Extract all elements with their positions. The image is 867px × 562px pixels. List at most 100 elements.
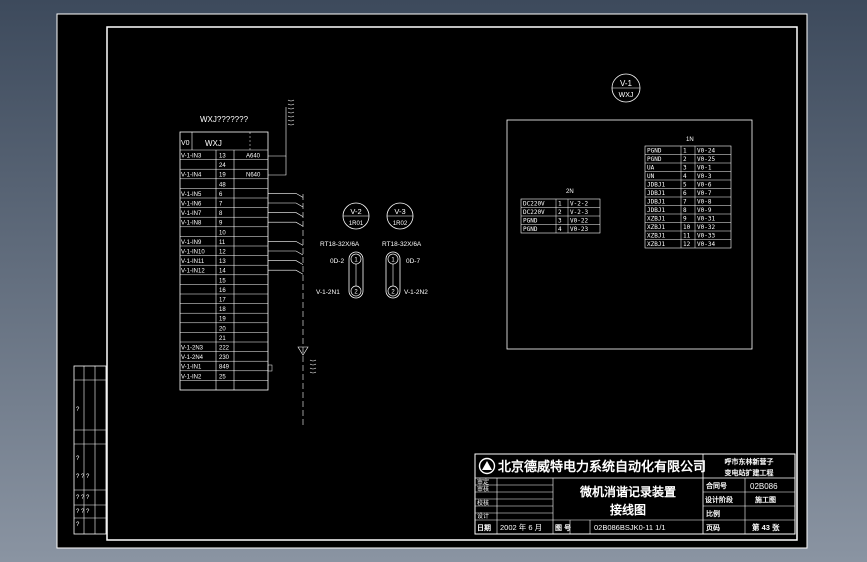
terminal-number: 25 <box>219 374 226 380</box>
fuse-left-id: 0D-2 <box>330 258 344 265</box>
terminal-number: 20 <box>219 326 226 332</box>
terminal-number: 16 <box>219 288 226 294</box>
date-value: 2002 年 6 月 <box>500 522 542 532</box>
contract-label: 合同号 <box>705 481 727 490</box>
scale-label: 比例 <box>706 509 720 518</box>
fuse-left-terminal: V-1-2N1 <box>316 289 340 296</box>
table-cell: DC220V <box>523 201 545 208</box>
bus-arrow <box>297 346 309 356</box>
date-label: 日期 <box>477 523 491 532</box>
terminal-number: 18 <box>219 307 226 313</box>
title-block: 北京德威特电力系统自动化有限公司 呼市东林新营子 变电站扩建工程 审定 审核 校… <box>474 453 796 535</box>
table-cell: V0-1 <box>697 165 712 172</box>
terminal-label: V-1-2N4 <box>181 355 204 361</box>
terminal-label: V-1-2N3 <box>181 346 204 352</box>
side-mark: ? ? ? <box>76 509 90 515</box>
table-cell: V0-7 <box>697 190 712 197</box>
table-cell: DC220V <box>523 209 545 216</box>
table-cell: V0-6 <box>697 182 712 189</box>
terminal-label: V-1-IN12 <box>181 269 205 275</box>
terminal-label: V-1-IN6 <box>181 202 202 208</box>
fuse-left-pin2: 2 <box>354 290 358 296</box>
bus-line <box>268 241 304 246</box>
company-logo <box>478 457 496 475</box>
contract-value: 02B086 <box>750 482 778 491</box>
circle-v3: V-3 1R02 <box>386 202 414 230</box>
terminal-number: 21 <box>219 336 226 342</box>
table-cell: 4 <box>683 173 687 180</box>
drawing-no-label: 图 号 <box>555 523 571 532</box>
bus-line <box>268 212 304 217</box>
fuse-right: RT18-32X/6A 0D-7 V-1-2N2 1 2 <box>382 241 428 299</box>
terminal-extra: A640 <box>246 154 261 160</box>
table-cell: 2 <box>683 156 687 163</box>
bus-lines <box>268 193 304 275</box>
table-cell: XZBJ1 <box>647 224 665 231</box>
terminal-label: V-1-IN10 <box>181 250 205 256</box>
page-label: 页码 <box>706 524 720 532</box>
table-cell: V0-34 <box>697 241 715 248</box>
table-cell: 2 <box>558 209 562 216</box>
label-sheji: 设计 <box>477 512 489 520</box>
circle-v1-bottom: WXJ <box>619 92 634 99</box>
terminal-number: 17 <box>219 298 226 304</box>
terminal-number: 10 <box>219 230 226 236</box>
table-cell: 1 <box>558 201 562 208</box>
terminal-label: V-1-IN5 <box>181 192 202 198</box>
bus-coil <box>309 359 317 374</box>
side-mark: ? <box>76 407 80 413</box>
terminal-number: 19 <box>219 173 226 179</box>
table-cell: JDBJ1 <box>647 199 665 206</box>
drawing-no-value: 02B086BSJK0-11 1/1 <box>594 523 666 532</box>
side-mark: ? ? ? <box>76 495 90 501</box>
side-mark: ? ? ? <box>76 474 90 480</box>
terminal-number: 12 <box>219 250 226 256</box>
table-cell: 9 <box>683 216 687 223</box>
table-cell: JDBJ1 <box>647 182 665 189</box>
terminal-number: 849 <box>219 365 230 371</box>
table-cell: JDBJ1 <box>647 190 665 197</box>
fuse-right-spec: RT18-32X/6A <box>382 241 422 248</box>
fuse-right-pin2: 2 <box>391 290 395 296</box>
terminal-number: 230 <box>219 355 230 361</box>
terminal-label: V-1-IN9 <box>181 240 202 246</box>
bus-line <box>268 221 304 227</box>
label-jiaohe: 校核 <box>477 499 489 507</box>
table-cell: XZBJ1 <box>647 241 665 248</box>
table-cell: 3 <box>558 218 562 225</box>
table-cell: PGND <box>523 218 538 225</box>
terminal-label: V-1-IN1 <box>181 365 202 371</box>
circle-v2-bottom: 1R01 <box>349 221 364 227</box>
table-cell: UN <box>647 173 655 180</box>
table-cell: V0-33 <box>697 233 715 240</box>
company-logo-mark <box>482 461 492 470</box>
terminal-label: V-1-IN2 <box>181 374 202 380</box>
project-line1: 呼市东林新营子 <box>725 457 774 466</box>
terminal-label: V-1-IN7 <box>181 211 202 217</box>
terminal-number: 8 <box>219 211 223 217</box>
side-mark: ? <box>76 456 80 462</box>
terminal-number: 13 <box>219 154 226 160</box>
label-shending: 审定 <box>477 478 489 486</box>
device-panel <box>506 119 753 350</box>
wxj-title: WXJ??????? <box>200 115 249 124</box>
bus-line <box>268 202 304 208</box>
fuse-right-pin1: 1 <box>391 258 395 264</box>
wxj-upper-wiring <box>268 99 295 176</box>
bus-line <box>268 193 304 198</box>
table-cell: V0-31 <box>697 216 715 223</box>
table-cell: V0-32 <box>697 224 715 231</box>
stage-value: 施工图 <box>755 495 776 504</box>
circle-v1: V-1 WXJ <box>611 73 641 103</box>
table-cell: PGND <box>647 156 662 163</box>
table-cell: JDBJ1 <box>647 207 665 214</box>
table-cell: 8 <box>683 207 687 214</box>
sheet-outer <box>56 13 808 549</box>
terminal-number: 11 <box>219 240 226 246</box>
terminal-number: 14 <box>219 269 226 275</box>
circle-v1-top: V-1 <box>620 79 633 88</box>
table-cell: V0-9 <box>697 207 712 214</box>
table-cell: V0-25 <box>697 156 715 163</box>
